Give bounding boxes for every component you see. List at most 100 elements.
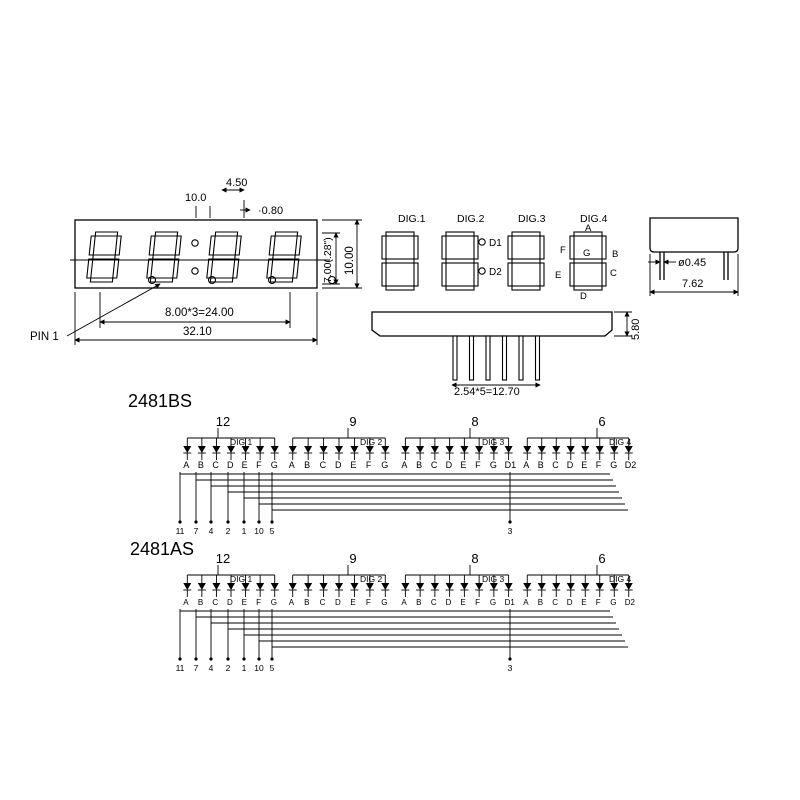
bottom-view: 2.54*5=12.70 5.80 bbox=[371, 311, 642, 398]
led-diode bbox=[489, 446, 498, 453]
segment-label-F: F bbox=[475, 598, 480, 607]
led-diode bbox=[401, 446, 410, 453]
legend-digit-label-4: DIG.4 bbox=[580, 213, 608, 225]
segment-a bbox=[573, 231, 603, 237]
segment-c bbox=[232, 258, 240, 279]
led-diode bbox=[610, 446, 619, 453]
segment-f bbox=[441, 235, 447, 260]
segment-b bbox=[294, 235, 302, 256]
led-diode bbox=[183, 583, 192, 590]
segment-label-D: D bbox=[335, 460, 342, 470]
segment-label-A: A bbox=[289, 598, 295, 607]
segment-label-D: D bbox=[446, 598, 452, 607]
led-diode bbox=[288, 583, 297, 590]
segment-d bbox=[269, 277, 294, 283]
digit-label-3: DIG 3 bbox=[482, 574, 504, 584]
digit-label-4: DIG 4 bbox=[609, 574, 631, 584]
segment-label-D: D bbox=[227, 598, 233, 607]
segment-label-C: C bbox=[320, 598, 326, 607]
segment-b bbox=[601, 235, 607, 260]
led-diode bbox=[304, 446, 313, 453]
side-view: ø0.45 7.62 bbox=[648, 217, 739, 296]
segment-g bbox=[511, 258, 541, 264]
segment-label-C: C bbox=[320, 460, 327, 470]
segment-legend: DIG.1 DIG.2 DIG.3 DIG.4 D1 D2 A B C D E … bbox=[381, 213, 618, 302]
segment-label-C: C bbox=[431, 598, 437, 607]
led-diode bbox=[460, 583, 469, 590]
segment-d bbox=[209, 277, 234, 283]
segment-label-B: B bbox=[538, 598, 543, 607]
segment-c bbox=[539, 262, 545, 287]
led-diode bbox=[212, 446, 221, 453]
segment-c bbox=[473, 262, 479, 287]
net-node bbox=[178, 657, 182, 661]
segment-f bbox=[208, 235, 216, 256]
common-pin-label-3: 8 bbox=[471, 414, 478, 429]
bottom-pin-label-2: 2 bbox=[226, 526, 231, 536]
led-diode bbox=[552, 446, 561, 453]
digit-label-1: DIG 1 bbox=[230, 437, 252, 447]
segment-a bbox=[511, 231, 541, 237]
net-node bbox=[194, 520, 198, 524]
net-node bbox=[194, 657, 198, 661]
led-diode bbox=[335, 446, 343, 453]
segment-label-F: F bbox=[596, 460, 602, 470]
dim-label-pin-span: 2.54*5=12.70 bbox=[454, 386, 520, 398]
net-node bbox=[508, 657, 512, 661]
segment-label-F: F bbox=[366, 460, 372, 470]
bottom-pin-label-5: 5 bbox=[270, 526, 275, 536]
dp-pin-label: 3 bbox=[508, 663, 513, 673]
segment-g bbox=[385, 258, 415, 264]
segment-label-E: E bbox=[460, 460, 466, 470]
segment-label-C: C bbox=[212, 460, 219, 470]
segment-e bbox=[381, 262, 387, 287]
led-diode bbox=[270, 583, 279, 590]
net-node bbox=[270, 520, 274, 524]
legend-seg-b: B bbox=[612, 249, 618, 260]
front-digit-4 bbox=[266, 231, 302, 283]
segment-b bbox=[174, 235, 182, 256]
segment-label-G: G bbox=[271, 598, 277, 607]
dim-label-pin-dia-value: 0.45 bbox=[685, 257, 706, 269]
segment-label-B: B bbox=[304, 598, 309, 607]
segment-a bbox=[154, 231, 179, 237]
segment-label-G: G bbox=[490, 598, 496, 607]
segment-a bbox=[385, 231, 415, 237]
led-diode bbox=[241, 446, 250, 453]
led-diode bbox=[460, 446, 469, 453]
led-diode bbox=[504, 446, 513, 453]
segment-e bbox=[146, 258, 154, 279]
segment-g bbox=[445, 258, 475, 264]
led-diode bbox=[416, 446, 425, 453]
net-node bbox=[178, 520, 182, 524]
front-digit-group bbox=[86, 231, 337, 285]
segment-label-D2: D2 bbox=[625, 598, 636, 607]
segment-f bbox=[268, 235, 276, 256]
segment-a bbox=[445, 231, 475, 237]
led-diode bbox=[183, 446, 192, 453]
dim-label-pin-dia: ø0.45 bbox=[678, 257, 706, 269]
common-pin-label-4: 6 bbox=[598, 551, 605, 566]
legend-seg-f: F bbox=[560, 245, 566, 256]
led-diode bbox=[610, 583, 619, 590]
segment-label-G: G bbox=[490, 460, 497, 470]
led-diode bbox=[227, 583, 235, 590]
led-diode bbox=[537, 583, 546, 590]
legend-seg-g: G bbox=[583, 248, 590, 259]
dp-pin-label: 3 bbox=[508, 526, 513, 536]
segment-label-B: B bbox=[304, 460, 310, 470]
segment-label-C: C bbox=[431, 460, 438, 470]
bottom-body bbox=[371, 311, 613, 337]
segment-b bbox=[539, 235, 545, 260]
segment-label-B: B bbox=[416, 598, 421, 607]
seven-seg-digit bbox=[266, 231, 302, 283]
segment-e bbox=[206, 258, 214, 279]
colon-dot-lower bbox=[191, 267, 199, 275]
led-diode bbox=[335, 583, 343, 590]
display-body-outline bbox=[74, 219, 318, 289]
segment-a bbox=[274, 231, 299, 237]
segment-c bbox=[413, 262, 419, 287]
